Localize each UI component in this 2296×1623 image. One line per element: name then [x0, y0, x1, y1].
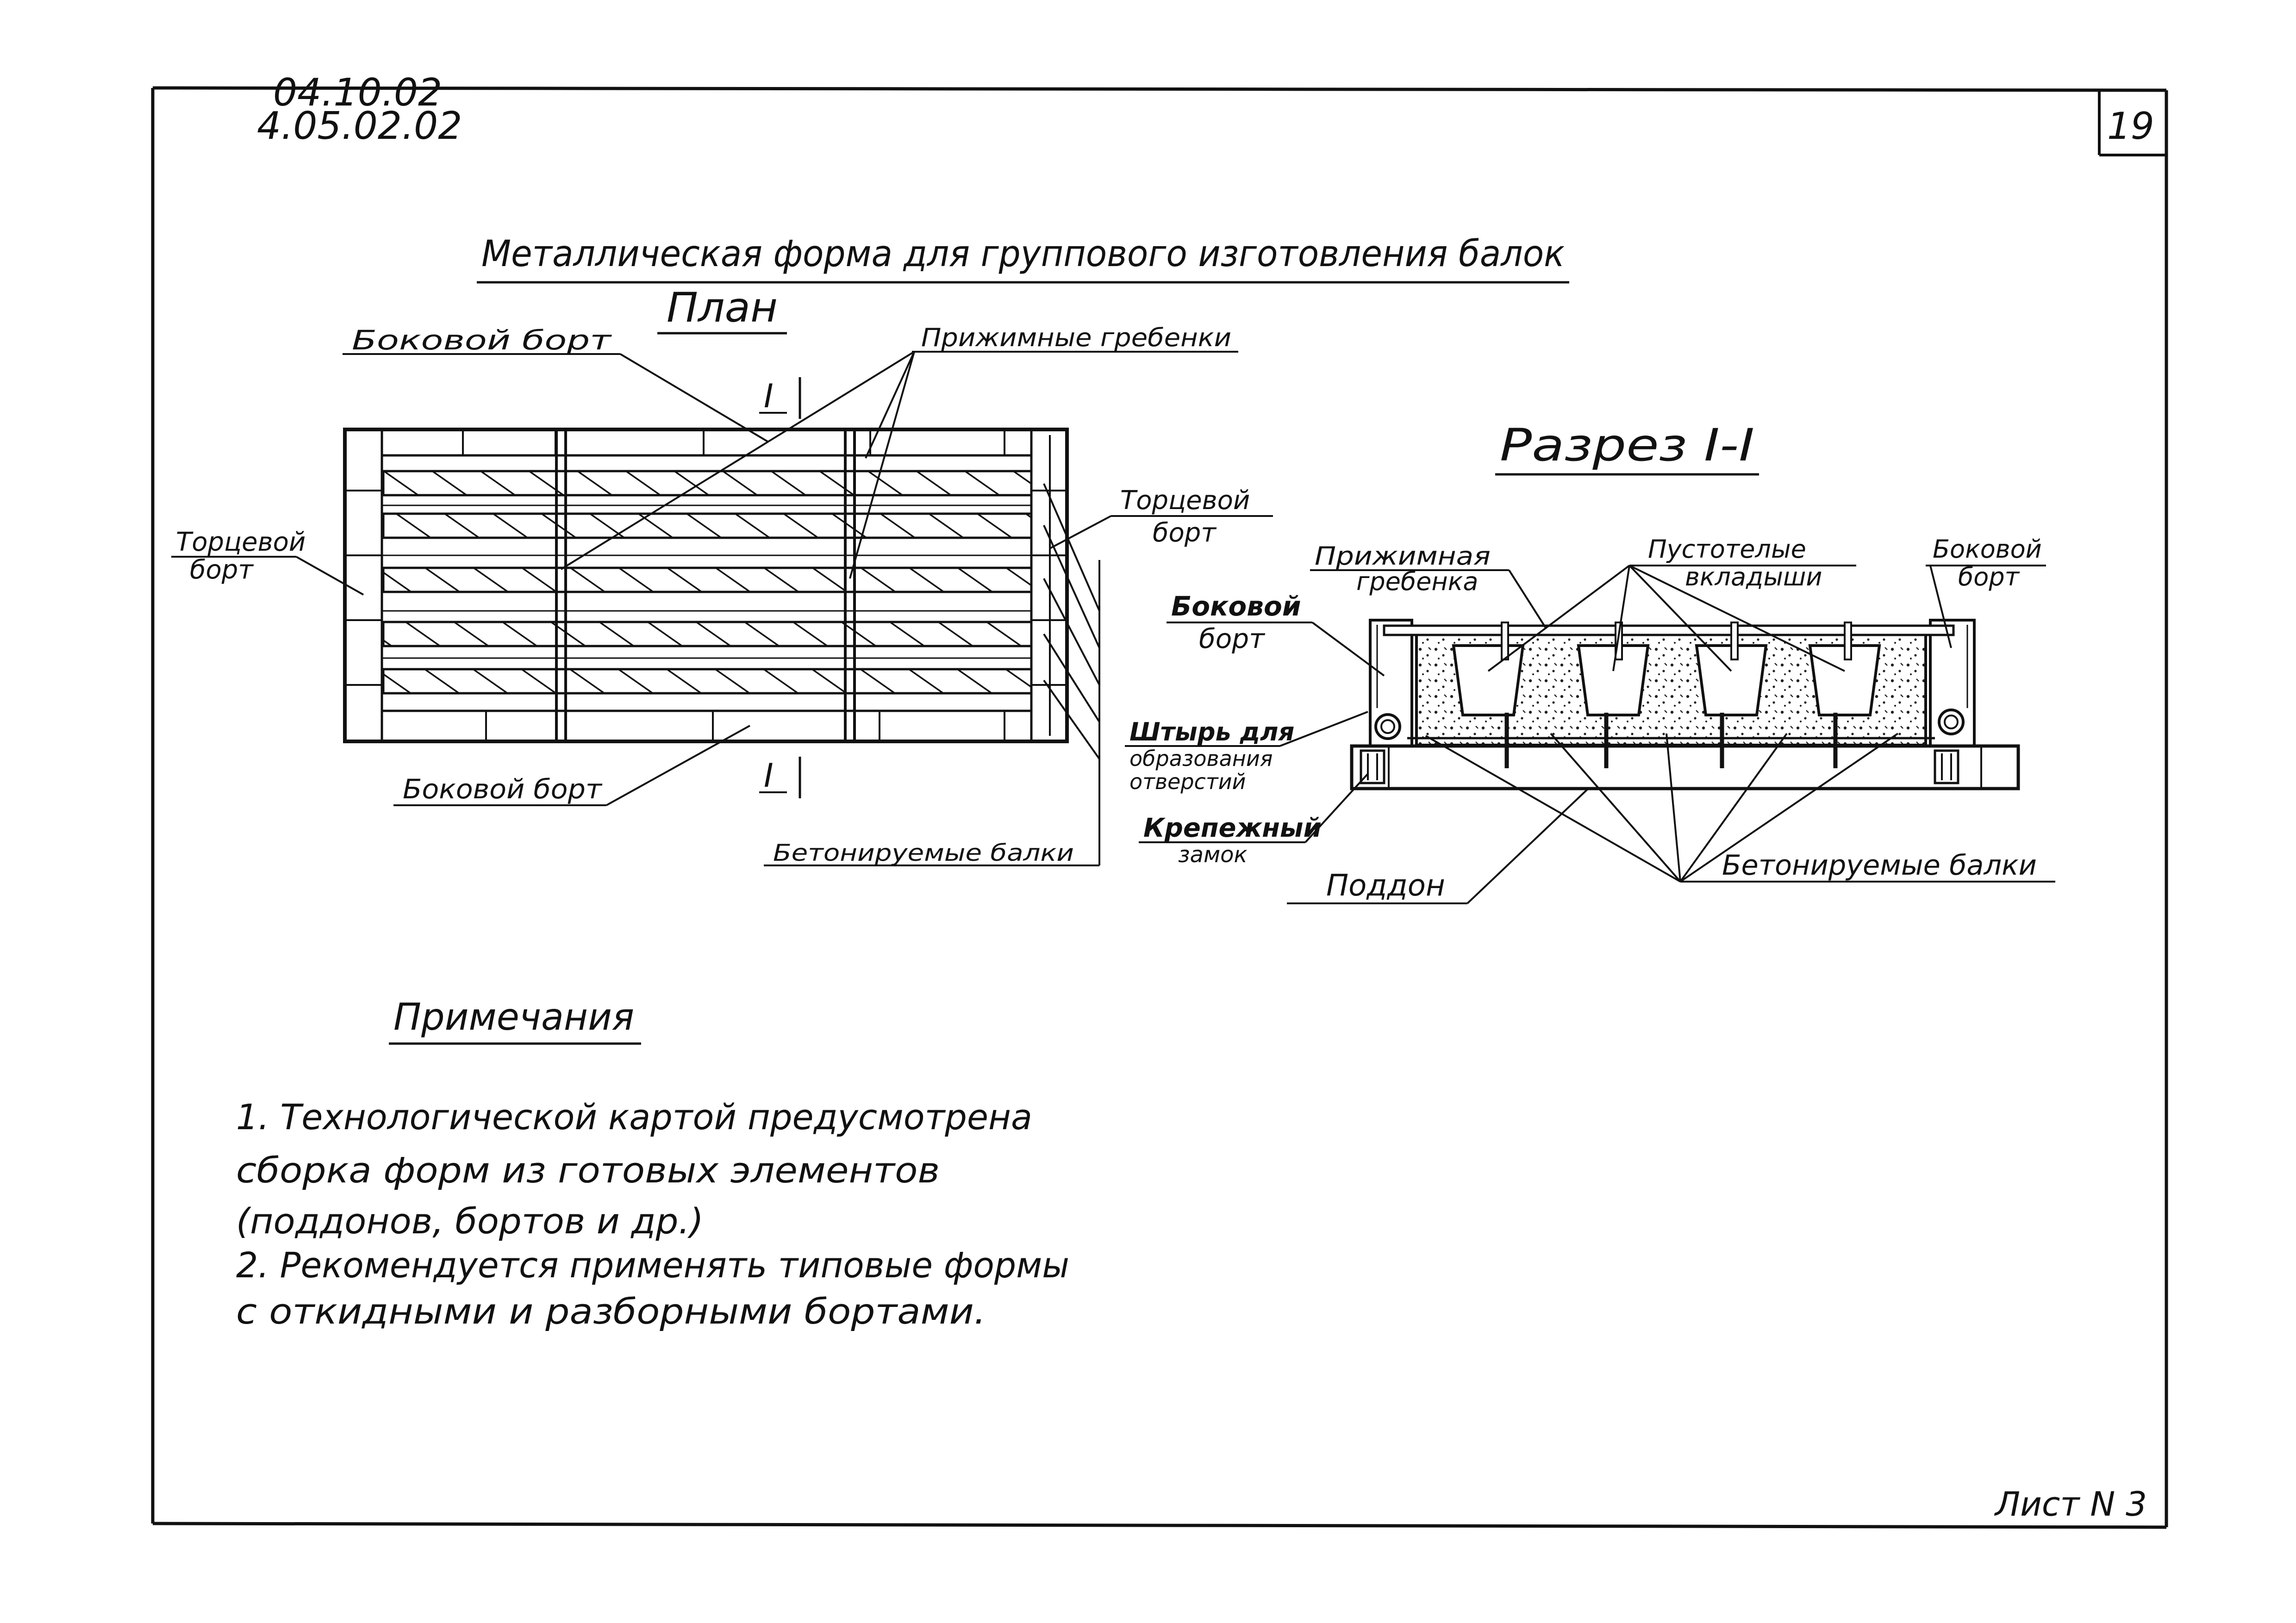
plan-drawing: [343, 428, 1069, 743]
label-pressing-comb-2: гребенка: [1356, 567, 1478, 596]
leader-pressing-comb: [1310, 569, 1547, 629]
leader-pressing-combs: [560, 351, 1238, 579]
label-lock-2: замок: [1178, 842, 1248, 868]
label-side-board-right-2: борт: [1958, 562, 2020, 591]
page-number: 19: [2107, 105, 2154, 148]
section-title: Разрез I-I: [1500, 419, 1754, 471]
leader-end-board-right: [1049, 515, 1273, 549]
label-side-board-top: Боковой борт: [352, 324, 612, 356]
label-concreted-beams-section: Бетонируемые балки: [1722, 849, 2037, 882]
note-line-3: (поддонов, бортов и др.): [236, 1200, 704, 1242]
leader-side-board-right: [1926, 565, 2046, 648]
label-lock-1: Крепежный: [1143, 813, 1322, 843]
section-mark-bottom: I: [764, 757, 774, 795]
label-side-board-right-1: Боковой: [1933, 535, 2042, 564]
leader-concreted-beams-plan: [764, 483, 1100, 866]
label-hollow-inserts-1: Пустотелые: [1648, 535, 1806, 564]
label-end-board-right-1: Торцевой: [1120, 485, 1250, 516]
leader-side-board-bottom: [393, 725, 750, 806]
document-code-2: 4.05.02.02: [257, 104, 462, 148]
note-line-1: 1. Технологической картой предусмотрена: [236, 1096, 1032, 1138]
label-side-board-bottom: Боковой борт: [403, 773, 603, 805]
leader-pallet: [1287, 788, 1589, 904]
label-pressing-combs: Прижимные гребенки: [921, 323, 1231, 352]
label-hollow-inserts-2: вкладыши: [1685, 562, 1822, 591]
leader-lock: [1139, 773, 1369, 843]
section-mark-top: I: [764, 377, 774, 415]
sheet-number: Лист N 3: [1994, 1485, 2147, 1524]
label-concreted-beams-plan: Бетонируемые балки: [773, 839, 1074, 866]
label-end-board-left-1: Торцевой: [176, 527, 306, 557]
leader-side-board-left: [1167, 622, 1385, 677]
label-pallet: Поддон: [1326, 869, 1445, 903]
label-end-board-right-2: борт: [1153, 518, 1217, 548]
label-pin-3: отверстий: [1129, 769, 1246, 794]
label-end-board-left-2: борт: [190, 555, 254, 585]
leader-concreted-beams-section: [1425, 733, 2055, 883]
label-pin-2: образования: [1129, 746, 1273, 771]
label-pressing-comb-1: Прижимная: [1315, 541, 1491, 571]
note-line-5: с откидными и разборными бортами.: [236, 1291, 986, 1332]
label-pin-1: Штырь для: [1129, 717, 1294, 746]
drawing-title: Металлическая форма для группового изгот…: [481, 233, 1565, 275]
label-side-board-left-1: Боковой: [1171, 591, 1301, 622]
document-code-1: 04.10.02: [273, 71, 442, 115]
note-line-2: сборка форм из готовых элементов: [236, 1150, 940, 1191]
leader-hollow-inserts: [1487, 565, 1856, 672]
leader-end-board-left: [171, 556, 364, 596]
leader-side-board-top: [343, 353, 769, 443]
leader-pin: [1125, 711, 1368, 747]
note-line-4: 2. Рекомендуется применять типовые формы: [236, 1244, 1069, 1286]
label-side-board-left-2: борт: [1199, 623, 1266, 654]
plan-title: План: [667, 284, 778, 331]
notes-heading: Примечания: [393, 995, 634, 1038]
section-drawing: [1350, 619, 2020, 790]
page-number-box: [2098, 90, 2166, 156]
sheet-frame: [151, 86, 2168, 1529]
